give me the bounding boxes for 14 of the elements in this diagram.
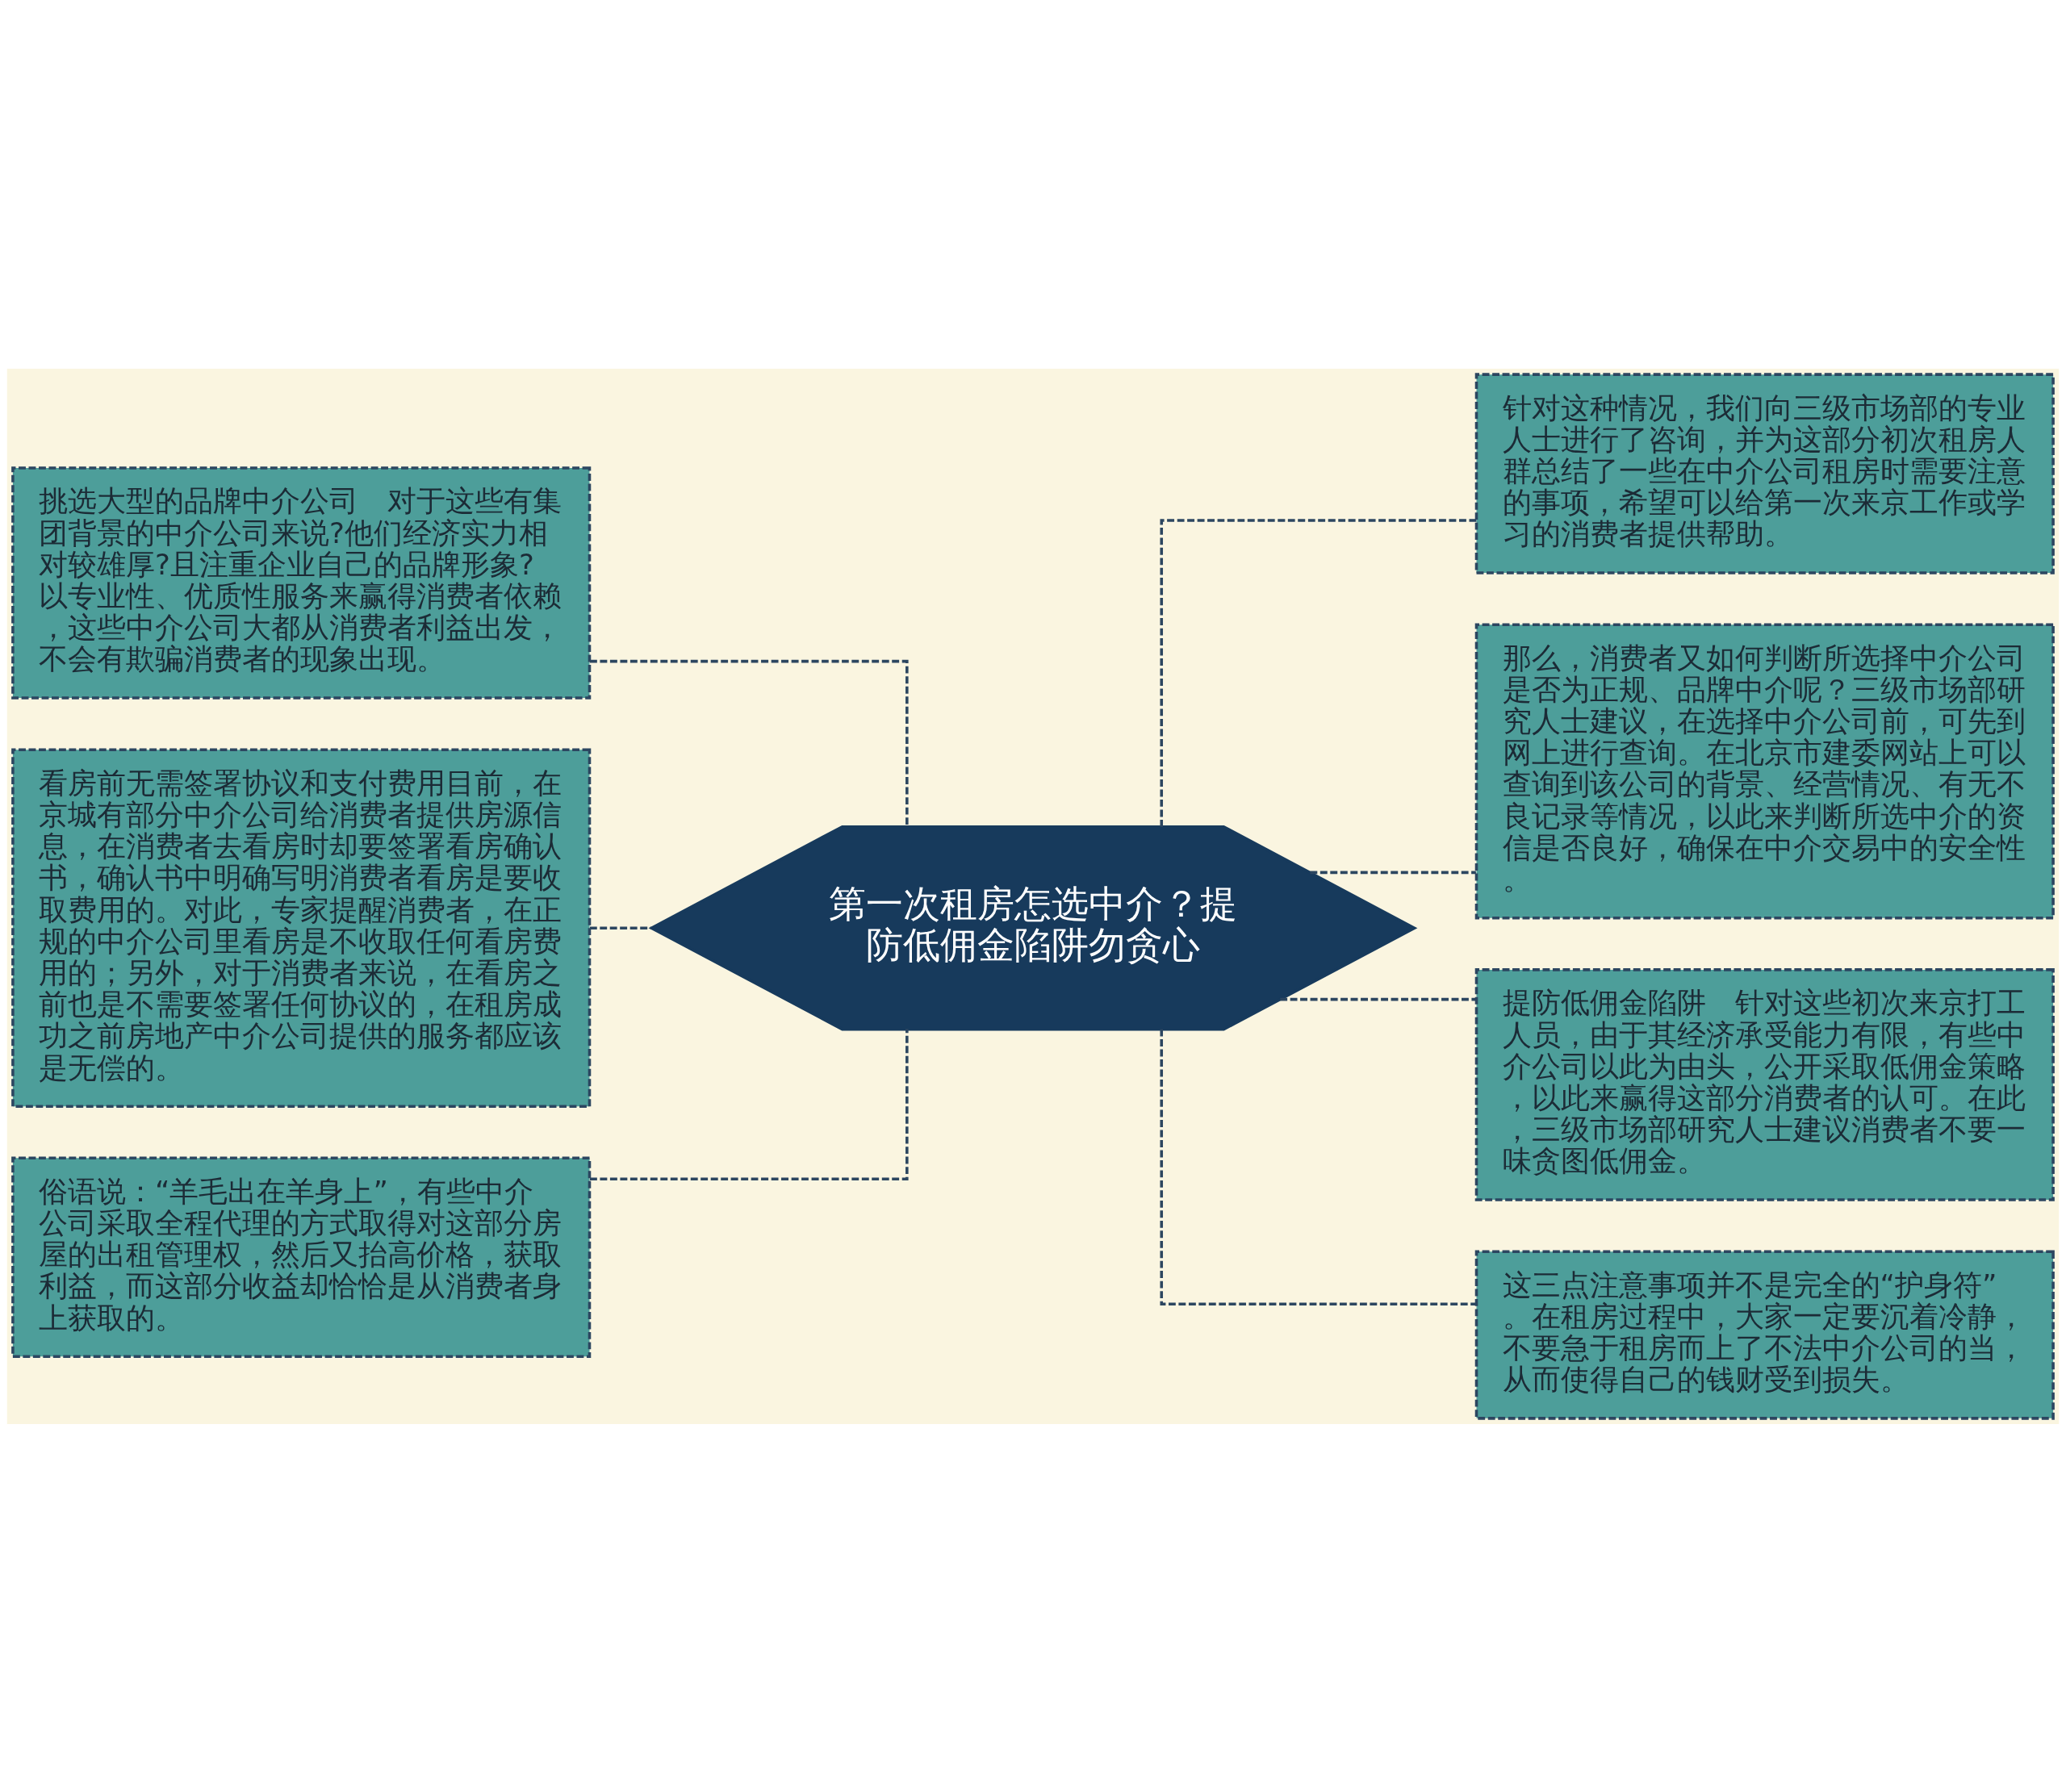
connector bbox=[1160, 518, 1477, 827]
node-box: 提防低佣金陷阱 针对这些初次来京打工人员，由于其经济承受能力有限，有些中介公司以此为由头，公开采取低佣金策略，以此来赢得这部分消费者的认可。在此，三级市场部研究人士建议消费者不要一味贪图低佣金。 bbox=[1474, 967, 2055, 1201]
connector bbox=[1160, 1029, 1477, 1305]
connector bbox=[589, 1028, 909, 1180]
node-box: 俗语说：“羊毛出在羊身上”，有些中介公司采取全程代理的方式取得对这部分房屋的出租管理权，然后又抬高价格，获取利益，而这部分收益却恰恰是从消费者身上获取的。 bbox=[11, 1156, 592, 1358]
node-box: 挑选大型的品牌中介公司 对于这些有集团背景的中介公司来说?他们经济实力相对较雄厚?且注重企业自己的品牌形象?以专业性、优质性服务来赢得消费者依赖，这些中介公司大都从消费者利益出发，不会有欺骗消费者的现象出现。 bbox=[11, 466, 592, 700]
node-box: 那么，消费者又如何判断所选择中介公司是否为正规、品牌中介呢？三级市场部研究人士建议，在选择中介公司前，可先到网上进行查询。在北京市建委网站上可以查询到该公司的背景、经营情况、有无不良记录等情况，以此来判断所选中介的资信是否良好，确保在中介交易中的安全性。 bbox=[1474, 622, 2055, 919]
node-box: 针对这种情况，我们向三级市场部的专业人士进行了咨询，并为这部分初次租房人群总结了一些在中介公司租房时需要注意的事项，希望可以给第一次来京工作或学习的消费者提供帮助。 bbox=[1474, 372, 2055, 574]
connector bbox=[589, 659, 909, 827]
connector bbox=[1310, 871, 1476, 874]
node-box: 看房前无需签署协议和支付费用目前，在京城有部分中介公司给消费者提供房源信息，在消费者去看房时却要签署看房确认书，确认书中明确写明消费者看房是要收取费用的。对此，专家提醒消费者，在正规的中介公司里看房是不收取任何看房费用的；另外，对于消费者来说，在看房之前也是不需要签署任何协议的，在租房成功之前房地产中介公司提供的服务都应该是无偿的。 bbox=[11, 747, 592, 1108]
connector bbox=[1280, 997, 1476, 1000]
connector bbox=[589, 925, 651, 929]
node-box: 这三点注意事项并不是完全的“护身符”。在租房过程中，大家一定要沉着冷静，不要急于租房而上了不法中介公司的当，从而使得自己的钱财受到损失。 bbox=[1474, 1249, 2055, 1420]
